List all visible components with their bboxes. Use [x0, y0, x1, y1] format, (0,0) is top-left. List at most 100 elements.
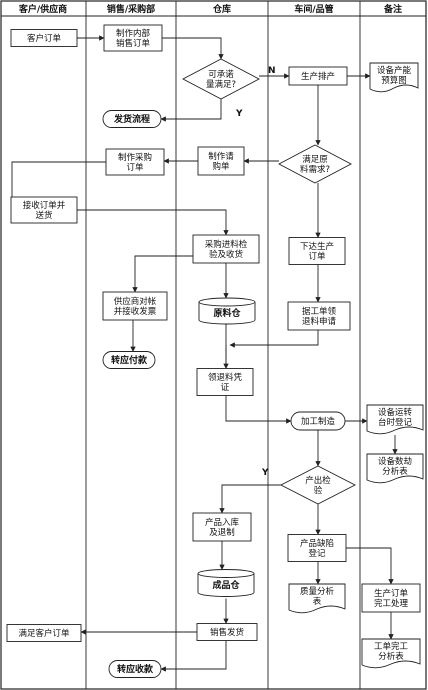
node-label: 购单	[212, 161, 230, 172]
node-processing: 加工制造	[290, 411, 346, 431]
node-label: 接收订单并	[23, 200, 66, 211]
node-label: 订单	[126, 162, 144, 173]
edge-stock-to-shipping	[160, 99, 222, 122]
node-label: 设备数劫	[378, 456, 412, 467]
node-customer-order: 客户订单	[10, 29, 78, 47]
node-label: 及退制	[209, 527, 235, 538]
node-label: 销售发货	[210, 627, 245, 638]
node-label: 产品缺陷	[300, 538, 334, 549]
node-label: 订单	[308, 251, 326, 262]
node-label: 产出检	[305, 475, 331, 486]
node-label: 并接收发票	[114, 306, 157, 317]
node-label: 工单完工	[374, 641, 409, 652]
node-label: 产品入库	[205, 517, 240, 528]
edge-inspection-to-invoice	[132, 255, 193, 293]
node-shipping-flow: 发货流程	[102, 110, 162, 128]
edge-defect-to-complete	[346, 547, 394, 585]
edge-voucher-to-processing	[225, 395, 292, 424]
node-label: 退料申请	[302, 316, 337, 327]
node-label: 转应收款	[117, 663, 154, 675]
lane-header-warehouse: 仓库	[212, 3, 231, 15]
node-label: 加工制造	[301, 416, 336, 427]
node-production-schedule: 生产排产	[288, 66, 348, 86]
node-label: 证	[221, 383, 230, 393]
node-label: 成品仓	[212, 579, 240, 591]
lane-header-customer: 客户/供应商	[18, 3, 67, 15]
node-label: 满足客户订单	[18, 628, 70, 639]
node-label: 登记	[308, 548, 326, 559]
node-label: 量满足?	[206, 79, 236, 90]
edge-qc-to-receipt	[219, 484, 281, 514]
node-label: 分析表	[382, 466, 408, 477]
node-label: 发货流程	[113, 113, 150, 125]
lane-header-sales: 销售/采购部	[107, 3, 155, 15]
node-label: 生产订单	[374, 588, 409, 599]
lane-header-workshop: 车间/品管	[294, 3, 333, 15]
node-label: 转应付款	[111, 354, 148, 366]
node-label: 原料仓	[213, 307, 241, 319]
node-label: 销售订单	[116, 38, 151, 49]
node-label: 制作请	[208, 151, 234, 162]
node-label: 验	[314, 485, 323, 496]
branch-label-stock-yes: Y	[235, 109, 243, 119]
branch-label-qc-yes: Y	[261, 468, 269, 478]
node-label: 完工处理	[374, 598, 409, 609]
node-finished-warehouse: 成品仓	[197, 569, 255, 597]
node-label: 下达生产	[300, 241, 334, 252]
node-label: 供应商对帐	[114, 296, 157, 307]
node-label: 采购进料检	[205, 239, 248, 250]
node-label: 据工单领	[302, 306, 337, 317]
edge-internal-to-stock	[162, 37, 224, 60]
node-label: 分析表	[378, 651, 404, 662]
node-label: 表	[313, 596, 322, 607]
node-label: 制作内部	[116, 28, 151, 39]
lane-header-notes: 备注	[383, 3, 402, 15]
node-label: 领退料凭	[208, 372, 243, 383]
node-payable: 转应付款	[102, 351, 156, 369]
node-label: 质量分析	[300, 586, 335, 597]
node-label: 验及收货	[209, 249, 244, 260]
edge-supplier-to-inspection	[77, 209, 229, 236]
branch-label-stock-no: N	[268, 66, 276, 76]
node-label: 客户订单	[27, 33, 62, 44]
edge-shipment-to-receivable	[160, 640, 227, 672]
node-label: 预算图	[381, 75, 407, 86]
edge-request-to-merge	[229, 330, 319, 348]
node-sales-shipment: 销售发货	[196, 623, 258, 641]
node-label: 台时登记	[378, 417, 413, 428]
node-receivable: 转应收款	[108, 660, 162, 678]
node-label: 料需求?	[300, 164, 330, 175]
node-label: 生产排产	[301, 71, 335, 82]
node-raw-warehouse: 原料仓	[198, 297, 256, 325]
node-customer-fulfilled: 满足客户订单	[6, 624, 82, 642]
node-label: 满足原	[302, 154, 328, 165]
edge-purchase-to-supplier	[10, 161, 106, 205]
node-label: 制作采购	[118, 152, 152, 163]
node-label: 设备运转	[378, 407, 413, 418]
node-label: 设备产能	[377, 65, 412, 76]
node-label: 送货	[35, 210, 53, 221]
node-label: 可承诺	[208, 69, 234, 80]
